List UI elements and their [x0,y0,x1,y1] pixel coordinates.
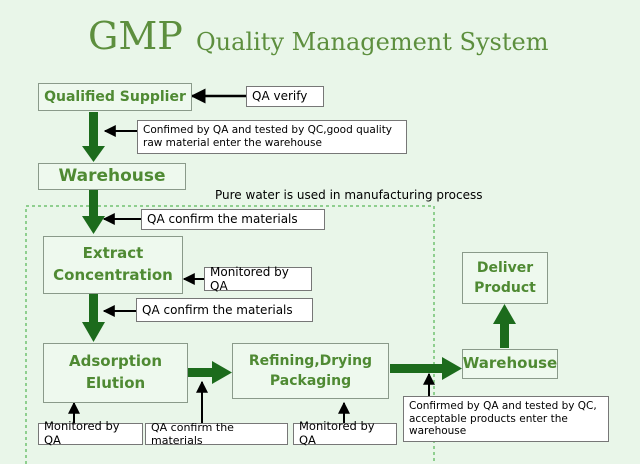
note-monitored-1-text: Monitored by QA [210,264,289,293]
step-extract-label-2: Concentration [53,266,173,284]
step-refining-packaging: Refining,Drying Packaging [232,343,389,399]
title-subtitle: Quality Management System [196,28,549,56]
step-warehouse-1: Warehouse [38,163,186,190]
flow-arrow-refining-to-warehouse [390,357,462,380]
note-confirm-raw: Confimed by QA and tested by QC,good qua… [137,120,407,154]
note-monitored-3: Monitored by QA [293,419,397,447]
note-monitored-1: Monitored by QA [204,264,312,293]
note-qa-verify: QA verify [246,86,324,107]
step-refining-label-1: Refining,Drying [248,352,373,369]
step-warehouse-2: Warehouse [462,349,558,379]
note-pure-water: Pure water is used in manufacturing proc… [215,188,483,202]
note-qa-verify-text: QA verify [252,89,308,104]
flow-arrow-extract-to-adsorption [82,294,105,342]
step-extract-concentration: Extract Concentration [43,236,183,294]
step-warehouse-2-label: Warehouse [462,354,558,373]
note-qa-confirm-2-text: QA confirm the materials [142,302,293,317]
step-qualified-supplier: Qualified Supplier [38,83,192,111]
note-confirm-final-text: Confirmed by QA and tested by QC, accept… [409,400,597,438]
note-qa-confirm-2: QA confirm the materials [136,298,313,322]
step-adsorption-elution: Adsorption Elution [43,343,188,403]
step-adsorption-label-1: Adsorption [68,352,162,371]
note-qa-confirm-3: QA confirm the materials [145,420,288,447]
note-monitored-2: Monitored by QA [38,419,143,447]
flow-arrow-warehouse-to-deliver [493,304,516,348]
step-refining-label-2: Packaging [269,373,352,389]
step-warehouse-1-label: Warehouse [58,166,166,187]
step-deliver-label-2: Product [474,280,536,296]
title-gmp: GMP [88,14,183,58]
process-boundary [25,205,435,464]
note-confirm-final: Confirmed by QA and tested by QC, accept… [403,396,609,442]
note-qa-confirm-3-text: QA confirm the materials [151,420,234,447]
step-adsorption-label-2: Elution [85,374,146,392]
flow-arrow-adsorption-to-refining [188,361,232,384]
note-qa-confirm-1-text: QA confirm the materials [147,212,298,227]
step-qualified-supplier-label: Qualified Supplier [44,88,186,105]
step-extract-label-1: Extract [82,244,144,263]
note-confirm-raw-text: Confimed by QA and tested by QC,good qua… [143,124,393,149]
note-qa-confirm-1: QA confirm the materials [141,209,325,230]
note-pure-water-text: Pure water is used in manufacturing proc… [215,188,483,202]
flow-arrow-warehouse-to-extract [82,190,105,234]
step-deliver-label-1: Deliver [476,259,534,276]
note-monitored-3-text: Monitored by QA [299,419,375,447]
flow-arrow-supplier-to-warehouse [82,112,105,162]
step-deliver-product: Deliver Product [462,252,548,304]
note-monitored-2-text: Monitored by QA [44,419,120,447]
